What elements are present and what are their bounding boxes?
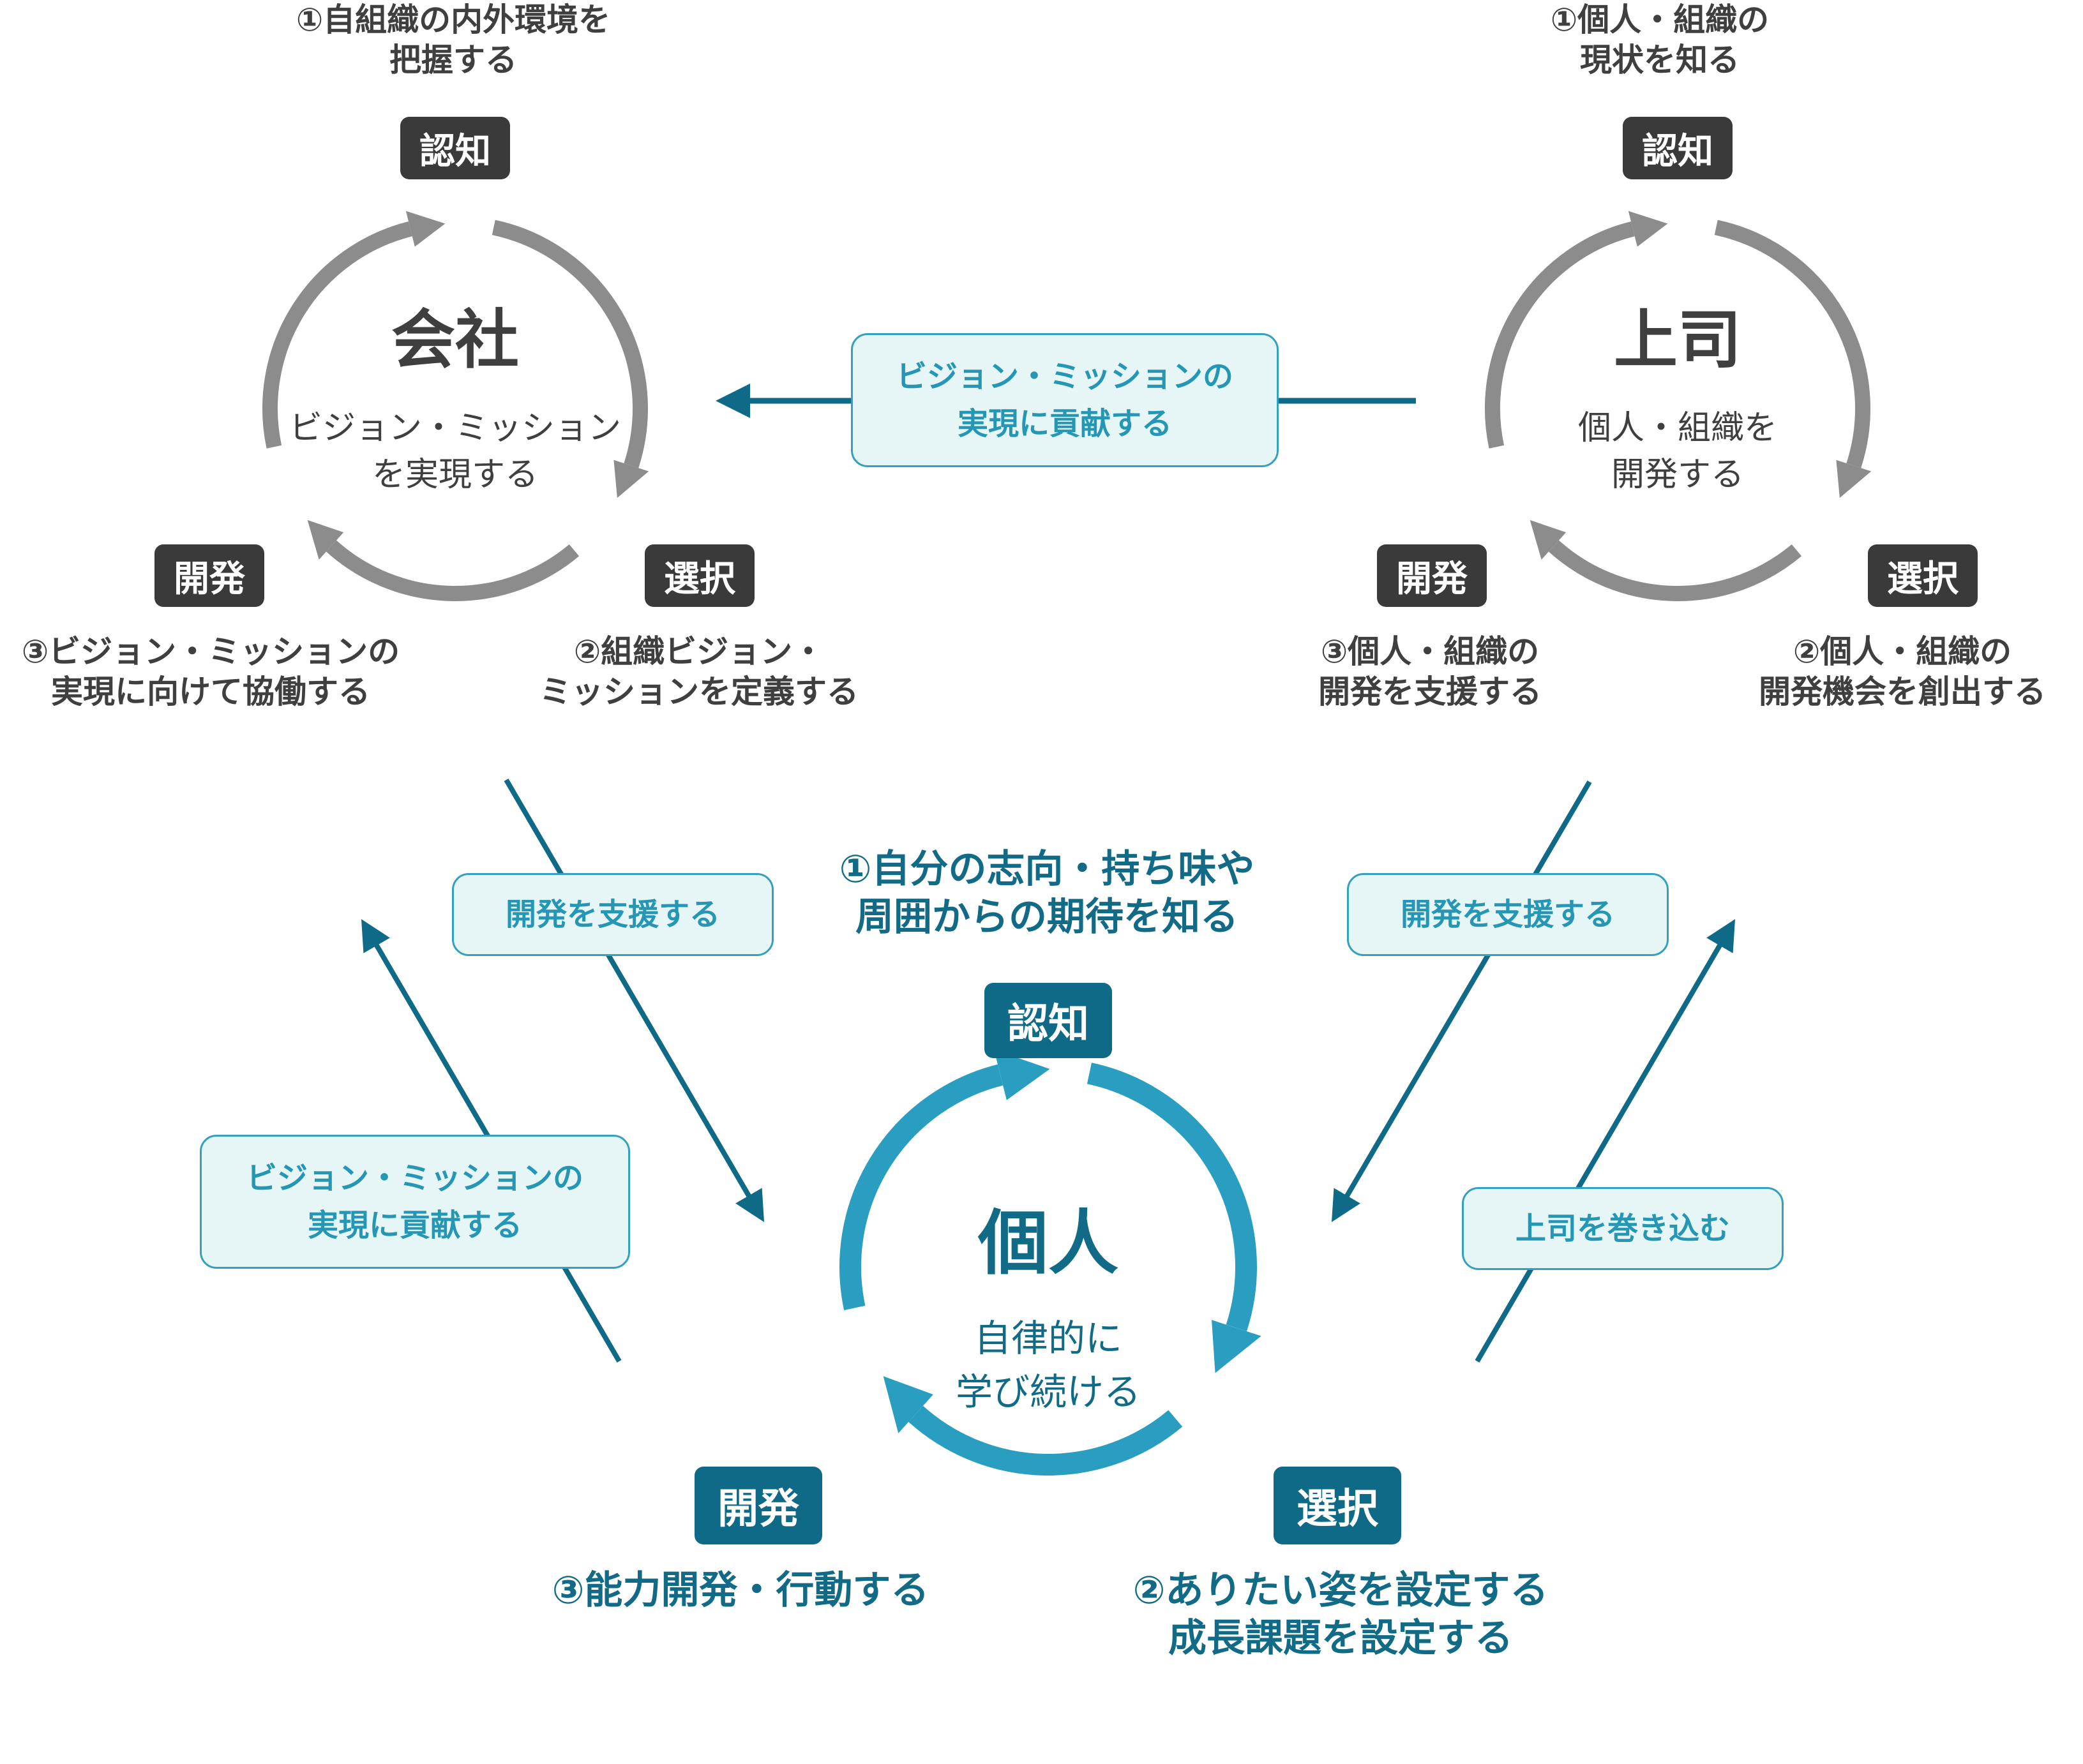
individual-cycle-arc-2: [908, 1405, 1183, 1476]
company-step2-text: ②組織ビジョン・ミッションを定義する: [539, 633, 859, 710]
company-cycle-arrowhead-1: [613, 460, 649, 498]
individual-cycle-arrowhead-2: [883, 1376, 933, 1433]
company-step3-text: ③ビジョン・ミッションの実現に向けて協働する: [21, 633, 400, 710]
individual-step2-text: ②ありたい姿を設定する成長課題を設定する: [1132, 1568, 1549, 1661]
company-cycle-arrowhead-2: [307, 519, 344, 560]
individual-select-badge: 選択: [1274, 1467, 1401, 1544]
individual-cycle-arrowhead-1: [1212, 1320, 1261, 1373]
boss-desc: 個人・組織を開発する: [1577, 409, 1777, 494]
individual-to-boss-label: 上司を巻き込む: [1462, 1187, 1784, 1270]
individual-develop-badge: 開発: [695, 1467, 822, 1544]
individual-cycle-arc-3: [839, 1064, 1004, 1310]
company-develop-badge: 開発: [154, 544, 264, 607]
individual-cycle-arrowhead-3: [994, 1049, 1050, 1100]
individual-title: 個人: [978, 1202, 1118, 1284]
individual-recognize-badge: 認知: [984, 983, 1112, 1058]
company-step1-text: ①自組織の内外環境を把握する: [296, 1, 611, 78]
company-cycle-arc-2: [326, 540, 580, 601]
company-desc: ビジョン・ミッションを実現する: [289, 409, 621, 494]
boss-cycle-arc-3: [1485, 221, 1635, 449]
company-cycle-arc-3: [262, 221, 412, 449]
individual-cycle-arrows: [839, 1049, 1261, 1476]
individual-step1-text: ①自分の志向・持ち味や周囲からの期待を知る: [839, 847, 1255, 939]
boss-cycle-arrowhead-1: [1836, 460, 1872, 498]
boss-select-badge: 選択: [1868, 544, 1978, 607]
company-cycle-arrowhead-3: [405, 211, 446, 247]
arrow-company-to-individual: [504, 778, 765, 1222]
boss-recognize-badge: 認知: [1623, 117, 1733, 179]
company-cycle-arc-1: [492, 220, 648, 468]
individual-step3-text: ③能力開発・行動する: [552, 1568, 929, 1613]
boss-cycle-arrowhead-2: [1530, 519, 1567, 560]
boss-title: 上司: [1614, 303, 1741, 377]
boss-to-company-label: ビジョン・ミッションの実現に貢献する: [851, 333, 1279, 467]
boss-cycle-arc-2: [1548, 540, 1802, 601]
individual-cycle-arc-1: [1087, 1063, 1257, 1332]
individual-to-company-label: ビジョン・ミッションの実現に貢献する: [200, 1135, 630, 1269]
boss-cycle-arc-1: [1714, 220, 1870, 468]
company-title: 会社: [391, 303, 519, 377]
individual-desc: 自律的に学び続ける: [955, 1317, 1141, 1414]
arrow-boss-to-individual: [1331, 780, 1592, 1222]
company-cycle-arrows: [262, 211, 649, 601]
boss-cycle-arrowhead-3: [1628, 211, 1668, 247]
boss-step2-text: ②個人・組織の開発機会を創出する: [1759, 633, 2046, 710]
boss-develop-badge: 開発: [1377, 544, 1487, 607]
arrow-individual-to-boss: [1475, 919, 1736, 1363]
boss-step1-text: ①個人・組織の現状を知る: [1550, 1, 1770, 78]
company-select-badge: 選択: [645, 544, 755, 607]
company-to-individual-label: 開発を支援する: [452, 873, 774, 956]
boss-step3-text: ③個人・組織の開発を支援する: [1318, 633, 1542, 710]
company-recognize-badge: 認知: [400, 117, 510, 179]
boss-cycle-arrows: [1485, 211, 1872, 601]
boss-to-individual-label: 開発を支援する: [1347, 873, 1669, 956]
